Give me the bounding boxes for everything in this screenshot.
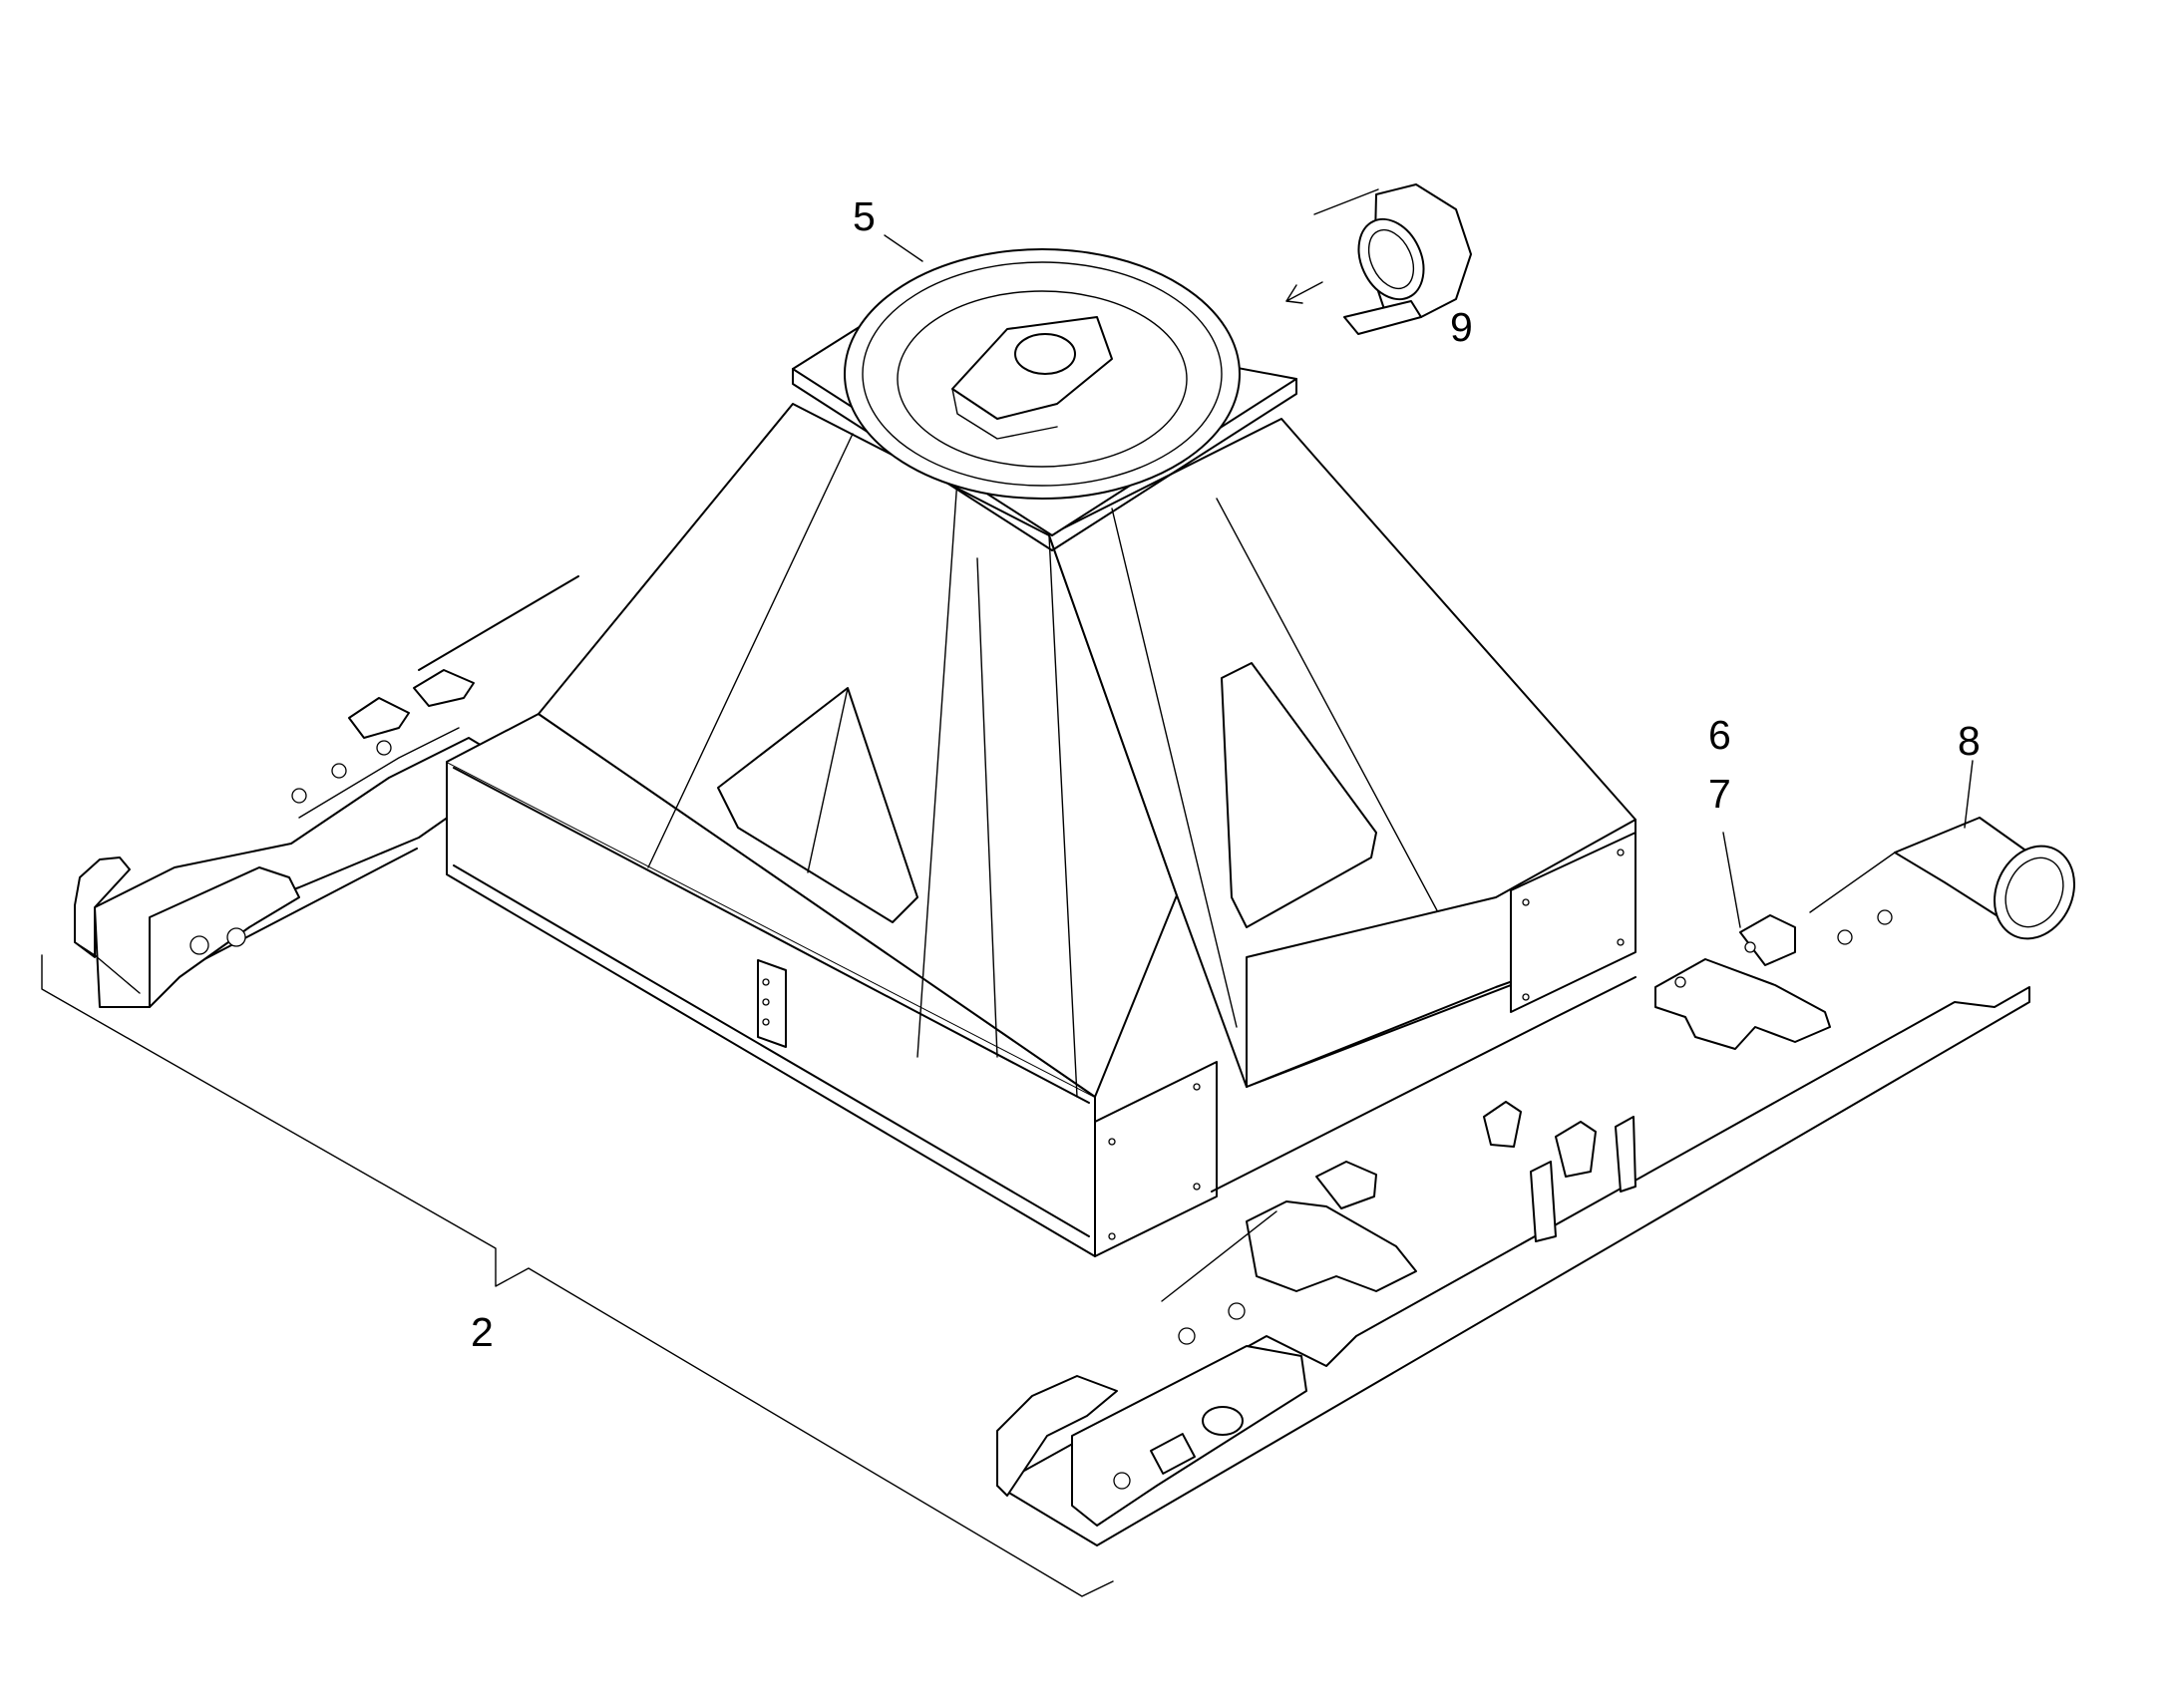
callout-2-bracket — [41, 954, 1114, 1597]
leader-lines — [884, 234, 1974, 928]
callout-5: 5 — [853, 193, 876, 239]
callout-2: 2 — [471, 1309, 494, 1355]
callout-8: 8 — [1958, 718, 1981, 764]
callout-6: 6 — [1708, 712, 1731, 758]
center-frame — [446, 248, 1636, 1257]
detail-9-bearing — [1285, 183, 1472, 335]
right-frame-rail — [996, 817, 2075, 1546]
left-frame-rail — [74, 575, 579, 1008]
callout-7: 7 — [1708, 771, 1731, 817]
callout-9: 9 — [1450, 304, 1473, 350]
